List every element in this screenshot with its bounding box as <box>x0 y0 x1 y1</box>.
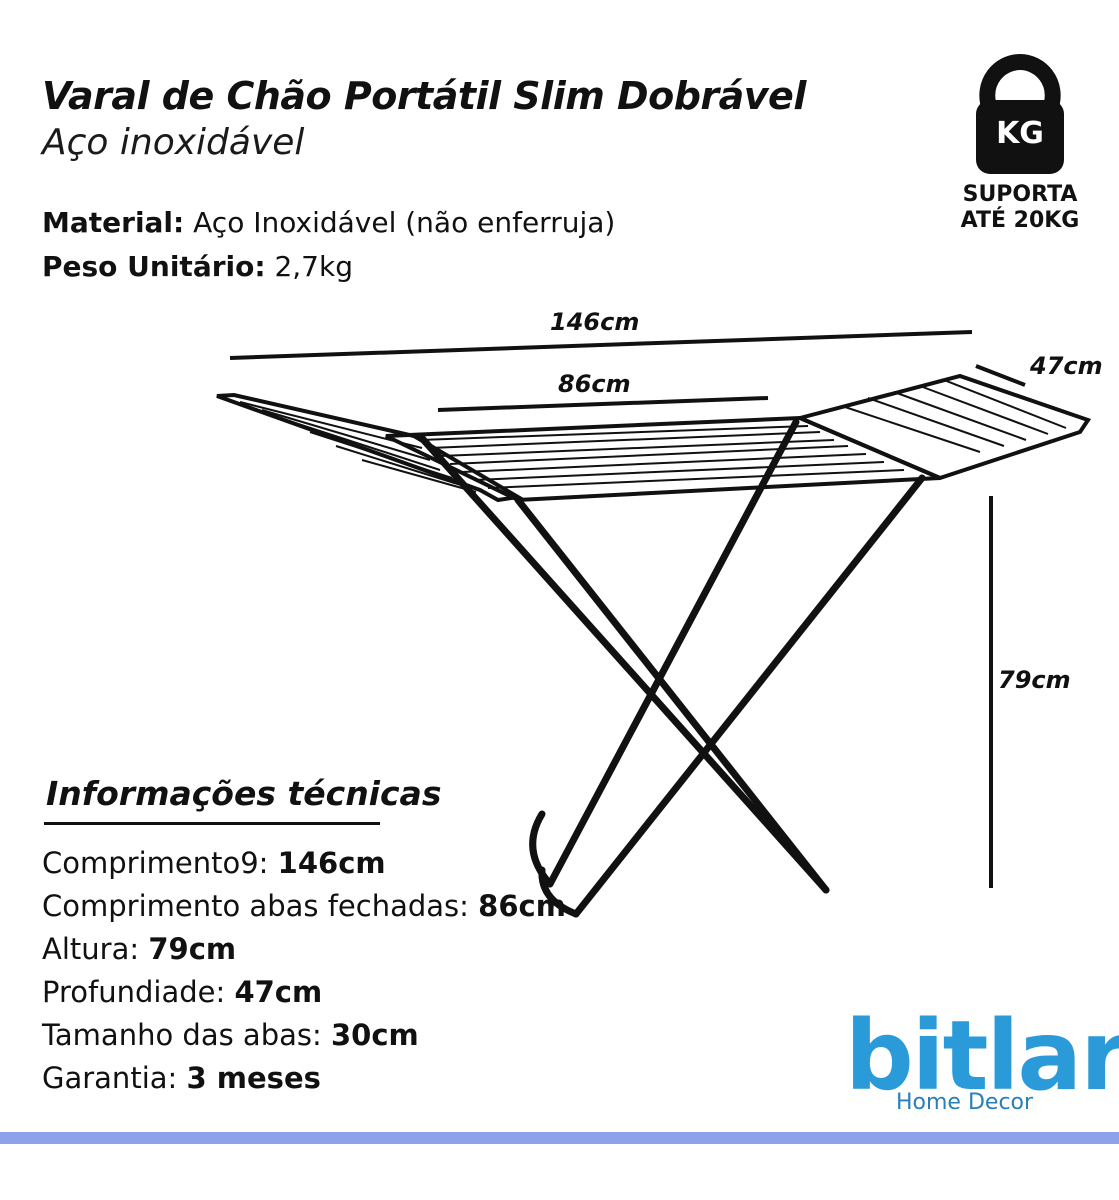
footer-bar <box>0 1132 1119 1144</box>
list-item: Comprimento9: 146cm <box>42 846 386 880</box>
weight-value: 2,7kg <box>274 250 353 283</box>
list-item: Altura: 79cm <box>42 932 237 966</box>
depth-label: 47cm <box>1030 352 1103 380</box>
length-dimension-line <box>229 330 973 360</box>
material-value: Aço Inoxidável (não enferruja) <box>193 206 616 239</box>
list-item: Comprimento abas fechadas: 86cm <box>42 889 566 923</box>
list-item: Profundiade: 47cm <box>42 975 323 1009</box>
kg-label: KG <box>996 116 1044 151</box>
list-item: Tamanho das abas: 30cm <box>42 1018 419 1052</box>
capacity-line-1: SUPORTA <box>962 182 1078 207</box>
material-label: Material: <box>42 206 185 239</box>
depth-dimension-line <box>975 364 1026 387</box>
technical-info-list: Comprimento9: 146cm Comprimento abas fec… <box>42 842 566 1100</box>
brand-logo: bitlar <box>845 1000 1119 1112</box>
total-length-label: 146cm <box>550 308 640 336</box>
weight-spec: Peso Unitário: 2,7kg <box>42 250 353 283</box>
rack-legs <box>416 418 926 918</box>
height-label: 79cm <box>998 666 1071 694</box>
capacity-line-2: ATÉ 20KG <box>960 208 1080 233</box>
material-spec: Material: Aço Inoxidável (não enferruja) <box>42 206 615 239</box>
list-item: Garantia: 3 meses <box>42 1061 321 1095</box>
product-title: Varal de Chão Portátil Slim Dobrável <box>42 74 806 118</box>
brand-tagline: Home Decor <box>896 1090 1034 1115</box>
technical-info-heading: Informações técnicas <box>46 774 442 813</box>
weight-label: Peso Unitário: <box>42 250 266 283</box>
closed-length-label: 86cm <box>558 370 631 398</box>
product-subtitle: Aço inoxidável <box>42 122 305 163</box>
closed-length-dimension-line <box>437 396 769 412</box>
heading-underline <box>44 822 380 825</box>
left-wing <box>216 392 524 503</box>
capacity-badge: SUPORTA ATÉ 20KG <box>950 182 1090 234</box>
right-wing <box>793 373 1092 481</box>
kettlebell-icon <box>976 53 1064 174</box>
